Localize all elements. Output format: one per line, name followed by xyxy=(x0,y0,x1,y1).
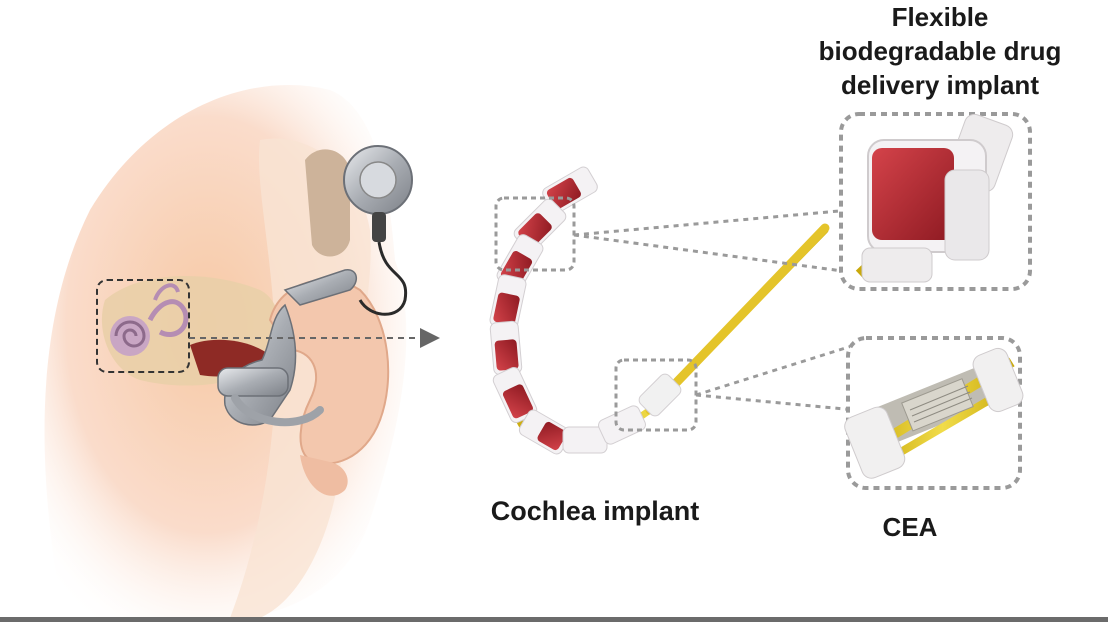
bottom-border xyxy=(0,617,1108,622)
electrode-contacts xyxy=(489,166,682,455)
neck-shadow xyxy=(230,138,371,618)
drug-label-line-1: Flexible xyxy=(891,2,989,32)
device-cable xyxy=(358,241,408,316)
drug-label-line-2: biodegradable drug xyxy=(818,36,1062,66)
drug-label-line-3: delivery implant xyxy=(841,70,1039,100)
cea-label: CEA xyxy=(882,512,938,542)
cea-zoom xyxy=(844,336,1024,490)
ear-hook xyxy=(283,269,357,306)
drug-implant-zoom xyxy=(839,112,1032,291)
processor-device xyxy=(217,145,413,427)
cochlea-highlight-box xyxy=(96,279,190,373)
drug-delivery-label: Flexible biodegradable drug delivery imp… xyxy=(790,0,1090,102)
cochlea-implant-label: Cochlea implant xyxy=(490,496,700,526)
lead-wire xyxy=(645,223,830,415)
head-illustration xyxy=(44,85,440,618)
ear-lobe xyxy=(300,455,348,496)
inner-ear-cochlea xyxy=(110,283,189,356)
electrode-array xyxy=(489,166,856,455)
